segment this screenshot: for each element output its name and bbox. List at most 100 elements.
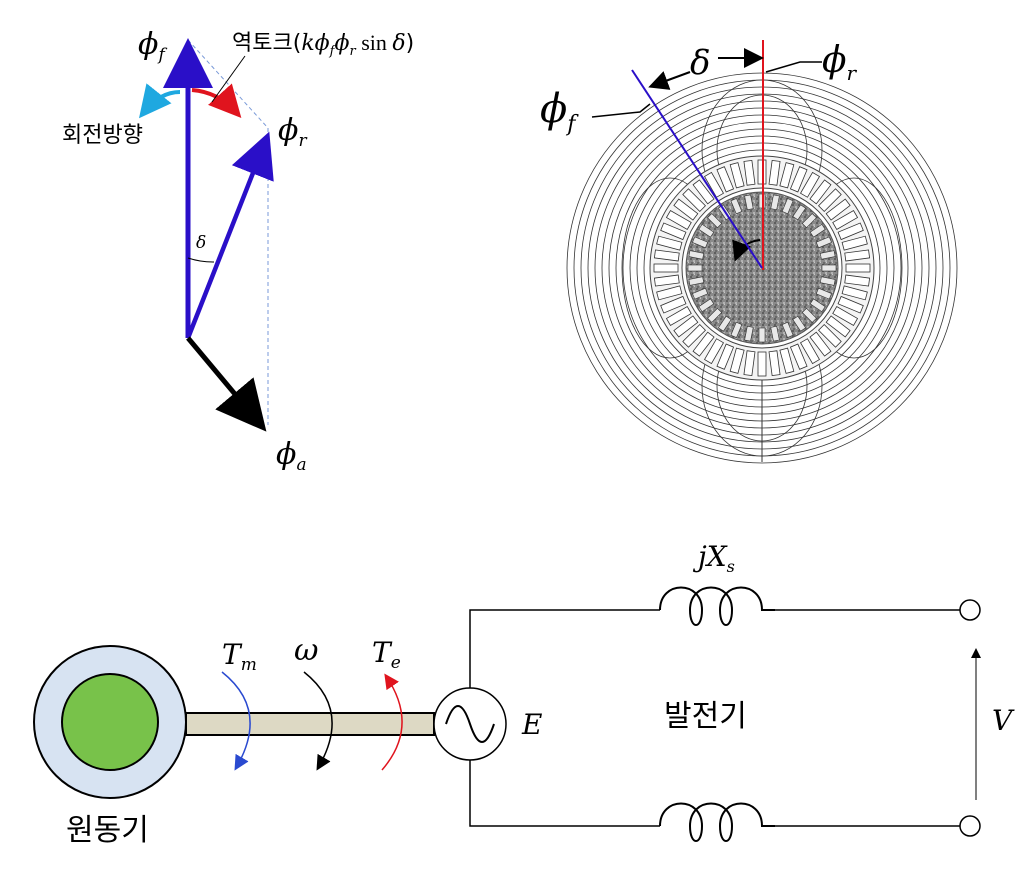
stator-slot bbox=[809, 331, 832, 357]
stator-slot bbox=[729, 347, 745, 374]
rotor-slots bbox=[687, 193, 837, 343]
stator-slot bbox=[682, 324, 706, 348]
phi-r-vector bbox=[185, 131, 274, 339]
prime-mover-label: 원동기 bbox=[66, 813, 149, 848]
rotor-slot bbox=[698, 298, 715, 313]
stator-slot bbox=[656, 235, 683, 251]
prime-mover-inner bbox=[61, 673, 159, 771]
rotor-slot bbox=[730, 198, 743, 215]
rotor-slot bbox=[801, 213, 817, 229]
rotor-slot bbox=[770, 325, 780, 342]
stator-slot bbox=[703, 338, 725, 365]
stator-slot bbox=[768, 159, 781, 186]
stator-slot bbox=[729, 162, 745, 189]
rotor-slot bbox=[781, 198, 794, 215]
rotor-slot bbox=[819, 250, 836, 260]
torque-m-label: Tm bbox=[222, 638, 257, 675]
stator-slot bbox=[692, 331, 715, 357]
stator-slot bbox=[653, 249, 680, 262]
stator-slot bbox=[832, 305, 859, 327]
stator-slot bbox=[832, 209, 859, 231]
rotor-slot bbox=[792, 315, 807, 332]
bottom-terminal bbox=[959, 815, 981, 837]
generator-label: 발전기 bbox=[664, 699, 747, 734]
top-inductor bbox=[659, 586, 775, 626]
rotor-slot bbox=[809, 298, 826, 313]
stator-slot bbox=[825, 198, 851, 221]
stator-slot bbox=[845, 263, 871, 273]
phi-f-axis-line bbox=[631, 69, 763, 269]
rotor-slot bbox=[698, 223, 715, 238]
omega-arrow bbox=[303, 671, 333, 771]
shaft bbox=[185, 712, 435, 736]
stator-slot bbox=[818, 188, 842, 212]
voltage-label: V bbox=[992, 704, 1015, 737]
stator-slot bbox=[665, 305, 692, 327]
stator-slot bbox=[825, 315, 851, 338]
phi-r-label: ϕr bbox=[278, 113, 307, 151]
delta-left-arrow bbox=[648, 71, 691, 90]
stator-slot bbox=[844, 274, 871, 287]
phi-a-label: ϕa bbox=[276, 437, 307, 475]
rotor-slot bbox=[688, 250, 705, 260]
stator-slot bbox=[768, 350, 781, 377]
stator-slot bbox=[660, 222, 687, 241]
stator-slot bbox=[673, 198, 699, 221]
stator-slot bbox=[692, 179, 715, 205]
rotor-slot bbox=[717, 315, 732, 332]
rotor-slot bbox=[819, 276, 836, 286]
rotor-slot bbox=[770, 194, 780, 211]
stator-slots bbox=[653, 159, 871, 377]
stator-slot bbox=[789, 166, 808, 193]
rotation-direction-arrow bbox=[139, 83, 181, 119]
stator-slot bbox=[656, 285, 683, 301]
stator-slot bbox=[818, 324, 842, 348]
phi-a-vector bbox=[186, 336, 267, 432]
stator-slot bbox=[673, 315, 699, 338]
phi-r-leader bbox=[765, 61, 822, 73]
stator-slot bbox=[809, 179, 832, 205]
rotor-slot bbox=[707, 213, 723, 229]
stator-slot bbox=[837, 295, 864, 314]
rotor-slot bbox=[815, 287, 832, 300]
rotor-slot bbox=[744, 325, 754, 342]
rotor-slot bbox=[744, 194, 754, 211]
torque-e-arrow bbox=[381, 673, 403, 771]
rotor-slot bbox=[687, 264, 703, 272]
rotor-slot bbox=[821, 264, 837, 272]
phi-f-label: ϕf bbox=[138, 27, 167, 65]
stator-slot bbox=[799, 171, 821, 198]
phasor-diagram: ϕf ϕr ϕa δ 역토크(kϕfϕr sin δ) 회전방향 bbox=[62, 27, 414, 475]
rotor-slot bbox=[707, 307, 723, 323]
stator-slot bbox=[841, 285, 868, 301]
stator-slot bbox=[743, 159, 756, 186]
rotor-slot bbox=[815, 236, 832, 249]
machine-field-plot: δ ϕr ϕf bbox=[540, 40, 958, 464]
rotor-slot bbox=[730, 321, 743, 338]
bottom-inductor bbox=[659, 802, 775, 842]
rotor-slot bbox=[692, 236, 709, 249]
top-terminal bbox=[959, 599, 981, 621]
stator-slot bbox=[837, 222, 864, 241]
stator-slot bbox=[844, 249, 871, 262]
stator-slot bbox=[779, 347, 795, 374]
rotor-slot bbox=[809, 223, 826, 238]
bottom-wire bbox=[469, 760, 660, 827]
stator-slot bbox=[779, 162, 795, 189]
stator-slot bbox=[653, 263, 679, 273]
stator-slot bbox=[660, 295, 687, 314]
rotor-slot bbox=[801, 307, 817, 323]
reverse-torque-label: 역토크(kϕfϕr sin δ) bbox=[232, 30, 414, 59]
stator-slot bbox=[665, 209, 692, 231]
stator-slot bbox=[653, 274, 680, 287]
rotor-slot bbox=[688, 276, 705, 286]
stator-slot bbox=[703, 171, 725, 198]
sine-wave-icon bbox=[445, 705, 495, 743]
omega-label: ω bbox=[294, 633, 318, 668]
reverse-torque-leader bbox=[211, 55, 246, 103]
rotation-direction-label: 회전방향 bbox=[62, 123, 143, 148]
generator-circuit: 원동기 Tm ω Te E V jXs 발전기 bbox=[33, 540, 1015, 848]
stator-slot bbox=[682, 188, 706, 212]
delta-angle-arc bbox=[187, 257, 215, 263]
